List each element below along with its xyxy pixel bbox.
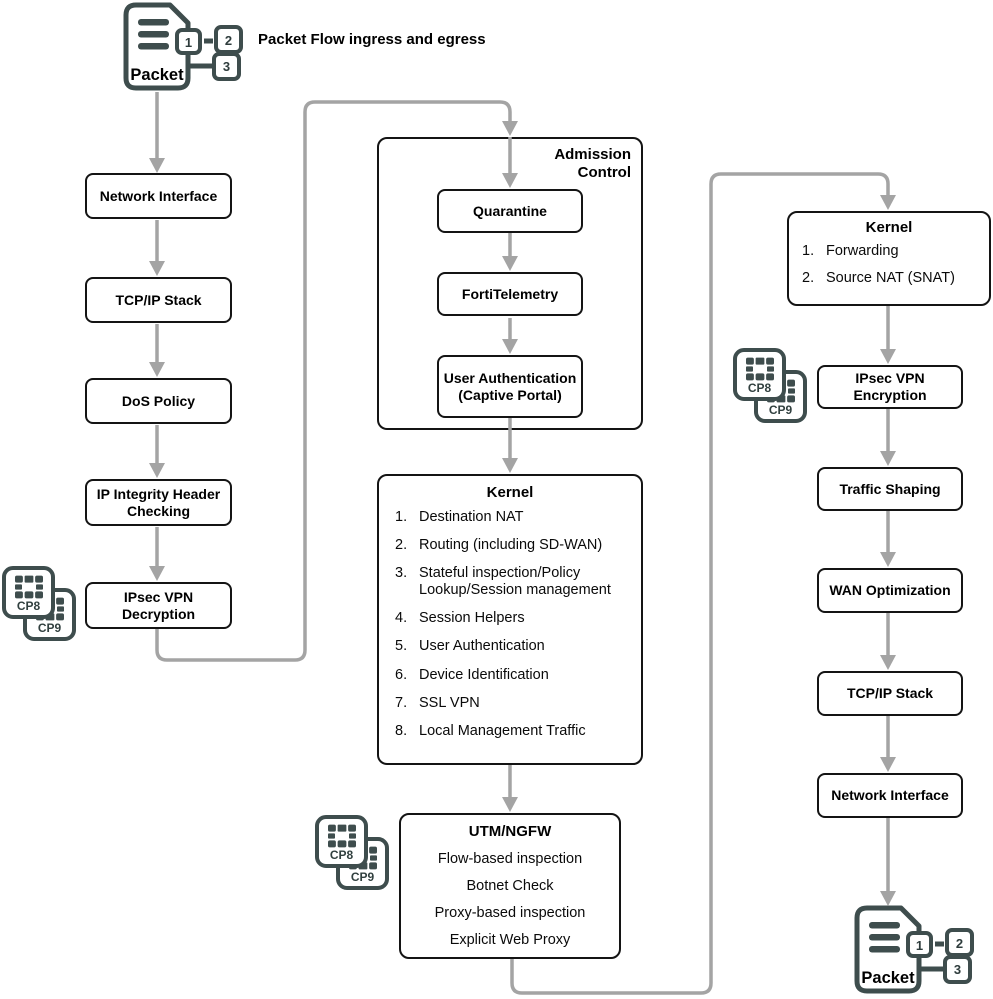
cp9-label: CP9 [768, 403, 793, 417]
chip-icon [327, 824, 356, 848]
node-user-authentication: User Authentication (Captive Portal) [437, 355, 583, 418]
badge-3-box [212, 52, 241, 81]
badge-1: 1 [916, 938, 923, 953]
list-item: 2.Source NAT (SNAT) [802, 269, 955, 286]
list-item: 5.User Authentication [395, 638, 545, 655]
node-dos-policy: DoS Policy [85, 378, 232, 424]
list-item: 7.SSL VPN [395, 694, 480, 711]
list-item: 3.Stateful inspection/Policy Lookup/Sess… [395, 565, 611, 599]
diagram-title: Packet Flow ingress and egress [258, 31, 486, 48]
badge-3: 3 [223, 59, 230, 74]
admission-control-title: Admission Control [554, 146, 631, 181]
node-network-interface-ingress: Network Interface [85, 173, 232, 219]
node-ip-integrity-header-checking: IP Integrity Header Checking [85, 479, 232, 526]
cp8-chip-card: CP8 [2, 566, 55, 619]
node-tcpip-stack-egress: TCP/IP Stack [817, 671, 963, 716]
list-item: 4.Session Helpers [395, 610, 525, 627]
list-item: 2.Routing (including SD-WAN) [395, 537, 603, 554]
cp-chips-utm: CP9 CP8 [315, 815, 397, 895]
cp9-label: CP9 [350, 870, 375, 884]
kernel-main-list: 1.Destination NAT 2.Routing (including S… [379, 509, 641, 740]
node-traffic-shaping: Traffic Shaping [817, 467, 963, 511]
list-item: 1.Forwarding [802, 243, 899, 259]
node-network-interface-egress: Network Interface [817, 773, 963, 818]
badge-3: 3 [954, 962, 961, 977]
packet-label: Packet [130, 66, 184, 84]
utm-title: UTM/NGFW [468, 823, 552, 840]
badge-2: 2 [956, 936, 963, 951]
packet-ingress-icon: Packet 1 2 3 [123, 2, 243, 91]
kernel-egress-list: 1.Forwarding 2.Source NAT (SNAT) [789, 243, 989, 286]
badge-1: 1 [185, 35, 192, 50]
cp9-label: CP9 [37, 621, 62, 635]
utm-line-flow-inspection: Flow-based inspection [437, 851, 583, 867]
cp-chips-decryption: CP9 CP8 [2, 566, 84, 646]
kernel-main-group: Kernel 1.Destination NAT 2.Routing (incl… [377, 474, 643, 765]
cp8-chip-card: CP8 [733, 348, 786, 401]
list-item: 8.Local Management Traffic [395, 722, 586, 739]
utm-line-explicit-web-proxy: Explicit Web Proxy [449, 932, 571, 948]
cp-chips-encryption: CP9 CP8 [733, 348, 815, 428]
kernel-egress-title: Kernel [865, 219, 913, 236]
badge-3-box [943, 955, 972, 984]
kernel-egress-group: Kernel 1.Forwarding 2.Source NAT (SNAT) [787, 211, 991, 306]
badge-1-box [906, 931, 933, 958]
chip-icon [14, 575, 43, 599]
kernel-main-title: Kernel [486, 484, 534, 501]
node-ipsec-vpn-decryption: IPsec VPN Decryption [85, 582, 232, 629]
node-quarantine: Quarantine [437, 189, 583, 233]
list-item: 6.Device Identification [395, 666, 549, 683]
cp8-chip-card: CP8 [315, 815, 368, 868]
cp8-label: CP8 [747, 381, 772, 395]
cp8-label: CP8 [329, 848, 354, 862]
badge-1-box [175, 28, 202, 55]
utm-line-botnet-check: Botnet Check [466, 878, 554, 894]
packet-egress-icon: Packet 1 2 3 [854, 905, 974, 994]
chip-icon [745, 357, 774, 381]
list-item: 1.Destination NAT [395, 509, 524, 525]
utm-ngfw-group: UTM/NGFW Flow-based inspection Botnet Ch… [399, 813, 621, 959]
node-ipsec-vpn-encryption: IPsec VPN Encryption [817, 365, 963, 409]
document-text-bars [869, 922, 900, 953]
packet-label: Packet [861, 969, 915, 987]
badge-2: 2 [225, 33, 232, 48]
document-text-bars [138, 19, 169, 50]
node-fortitelemetry: FortiTelemetry [437, 272, 583, 316]
utm-line-proxy-inspection: Proxy-based inspection [434, 905, 586, 921]
cp8-label: CP8 [16, 599, 41, 613]
node-tcpip-stack-ingress: TCP/IP Stack [85, 277, 232, 323]
node-wan-optimization: WAN Optimization [817, 568, 963, 613]
